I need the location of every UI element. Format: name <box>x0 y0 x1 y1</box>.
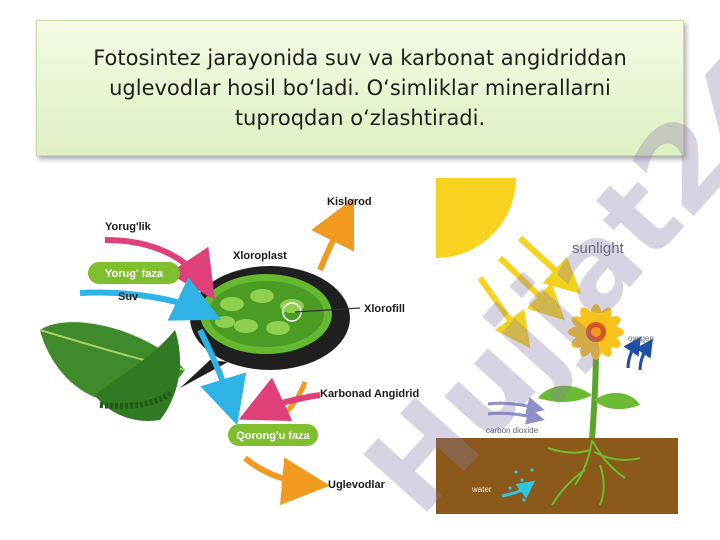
co2-arrow-right <box>487 407 545 425</box>
label-oxygen: oxygen <box>628 334 654 343</box>
oxygen-arrow-right <box>623 336 641 369</box>
light-phase-pill <box>88 262 180 284</box>
sun-ray <box>517 235 582 295</box>
label-qorong-u-faza: Qorong'u faza <box>236 430 310 442</box>
co2-arrow-right <box>487 397 545 415</box>
roots-illustration <box>547 439 641 506</box>
sun-ray <box>497 255 565 321</box>
sun-ray <box>477 276 531 349</box>
label-yorug-faza: Yorug' faza <box>105 268 164 280</box>
label-kislorod: Kislorod <box>327 196 372 208</box>
label-xlorofill: Xlorofill <box>364 303 405 315</box>
label-yorug-lik: Yorug'lik <box>105 221 152 233</box>
label-uglevodlar: Uglevodlar <box>328 479 386 491</box>
water-arrow-right <box>501 480 536 499</box>
co2-arrow <box>238 377 321 422</box>
label-sunlight: sunlight <box>572 240 625 257</box>
dark-phase-pill <box>228 424 318 446</box>
sun-icon <box>436 178 516 258</box>
light-arrow <box>104 237 215 300</box>
leaf-illustration <box>39 322 186 421</box>
chloroplast-illustration <box>180 266 350 388</box>
oxygen-arrow-right <box>635 338 653 371</box>
sunflower-illustration <box>538 304 640 441</box>
label-water: water <box>471 485 492 494</box>
title-box: Fotosintez jarayonida suv va karbonat an… <box>36 20 684 156</box>
label-carbon-dioxide: carbon dioxide <box>486 426 539 435</box>
label-xloroplast: Xloroplast <box>233 250 287 262</box>
carbohydrates-arrow <box>243 455 330 506</box>
right-sunflower-diagram: sunlight <box>436 178 678 514</box>
water-to-dark-phase-arrow <box>197 328 247 426</box>
left-photosynthesis-diagram: Yorug'lik Yorug' faza Suv Xloroplast Kis… <box>39 196 419 506</box>
chlorophyll-pointer <box>294 307 361 313</box>
water-droplets <box>508 468 534 502</box>
oxygen-arrow <box>311 197 355 272</box>
water-arrow <box>79 277 222 321</box>
label-suv: Suv <box>118 291 139 303</box>
label-karbonad-angidrid: Karbonad Angidrid <box>320 388 419 400</box>
slide-title: Fotosintez jarayonida suv va karbonat an… <box>93 46 627 130</box>
